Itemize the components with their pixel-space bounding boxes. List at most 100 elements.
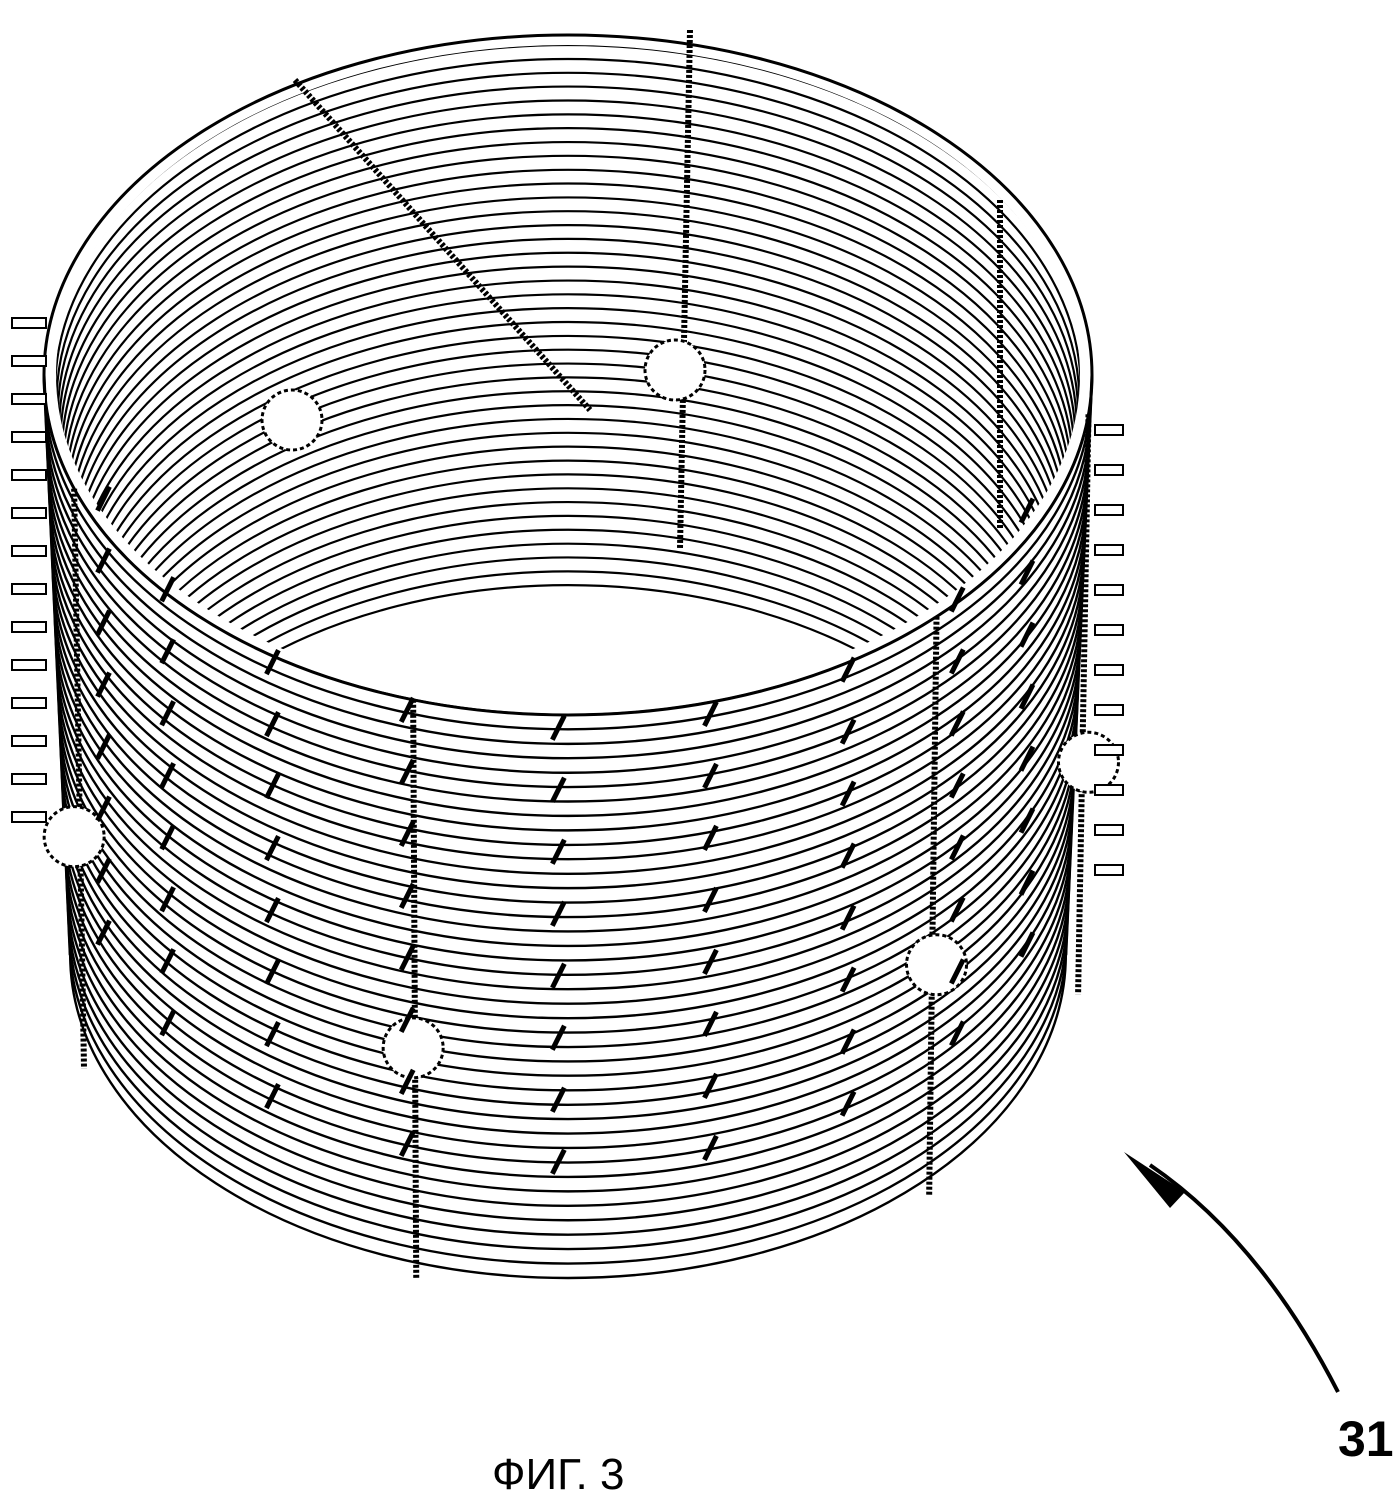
side-pin: [11, 811, 47, 823]
weld-spot: [381, 1016, 445, 1080]
weld-spot: [260, 388, 324, 452]
outer-ring: [51, 568, 1085, 904]
pin: [1018, 621, 1036, 648]
inner-ring: [66, 182, 1070, 506]
pin: [264, 896, 281, 924]
pin: [1018, 807, 1036, 834]
pin: [398, 696, 416, 724]
inner-ring: [83, 362, 1053, 675]
pin: [702, 1010, 719, 1037]
pin: [949, 710, 966, 737]
side-pin: [1094, 704, 1124, 716]
outer-ring: [61, 791, 1075, 1121]
side-pin: [1094, 664, 1124, 676]
inner-ring: [56, 85, 1080, 415]
outer-ring: [48, 493, 1088, 832]
inner-ring: [81, 348, 1055, 662]
pin: [264, 648, 281, 676]
outer-ring: [59, 746, 1077, 1078]
pin: [95, 485, 112, 512]
pin: [702, 886, 719, 913]
inner-ring: [103, 584, 1033, 705]
pin: [1018, 931, 1036, 958]
pin: [550, 900, 567, 927]
outer-ring: [58, 717, 1078, 1049]
outer-ring: [45, 434, 1091, 774]
pin: [949, 586, 966, 613]
pin: [398, 1068, 416, 1096]
pin: [949, 834, 966, 861]
pin: [95, 547, 112, 574]
pin: [839, 718, 857, 745]
inner-ring: [67, 196, 1069, 519]
pin: [949, 958, 966, 985]
pin: [398, 944, 416, 972]
seam-line: [1075, 414, 1092, 995]
pin: [159, 576, 176, 603]
pin: [839, 1090, 857, 1117]
side-pin: [11, 621, 47, 633]
inner-ring: [68, 210, 1068, 532]
pin: [264, 1082, 281, 1110]
outer-ring: [58, 731, 1078, 1063]
pin: [839, 904, 857, 931]
outer-ring: [50, 553, 1086, 890]
pin: [949, 1020, 966, 1047]
side-pin: [11, 773, 47, 785]
side-pin: [11, 735, 47, 747]
inner-ring: [84, 376, 1052, 688]
outer-ring: [62, 821, 1074, 1150]
side-pin: [11, 507, 47, 519]
side-pin: [1094, 624, 1124, 636]
inner-ring: [64, 168, 1072, 493]
pin: [1018, 869, 1036, 896]
pin: [550, 838, 567, 865]
seam-line: [292, 78, 593, 412]
side-pin: [1094, 504, 1124, 516]
pin: [949, 772, 966, 799]
cylinder-rings: [11, 29, 1124, 1280]
inner-ring: [72, 251, 1064, 571]
pin: [398, 1130, 416, 1158]
pin: [398, 1006, 416, 1034]
pin: [264, 1020, 281, 1048]
side-pin: [11, 697, 47, 709]
pin: [839, 1028, 857, 1055]
pin: [550, 1148, 567, 1175]
outer-ring: [65, 880, 1071, 1207]
inner-ring: [79, 320, 1057, 636]
outer-ring: [56, 672, 1080, 1005]
side-pin: [11, 583, 47, 595]
pin: [159, 762, 176, 789]
pin: [159, 824, 176, 851]
pin: [550, 776, 567, 803]
outer-ring: [48, 508, 1088, 846]
side-pin: [11, 659, 47, 671]
outer-ring: [54, 642, 1082, 977]
outer-ring: [44, 404, 1092, 746]
pin: [550, 962, 567, 989]
outer-ring: [69, 954, 1067, 1280]
inner-ring: [58, 99, 1078, 428]
inner-ring: [71, 237, 1065, 558]
side-pin: [1094, 824, 1124, 836]
outer-ring: [49, 523, 1087, 860]
side-pin: [1094, 784, 1124, 796]
inner-ring: [102, 570, 1034, 705]
seam-line: [926, 616, 940, 1197]
pin: [95, 857, 112, 884]
inner-ring: [98, 528, 1038, 705]
inner-ring: [56, 71, 1080, 402]
pin: [702, 948, 719, 975]
pin: [1018, 745, 1036, 772]
outer-ring: [44, 419, 1092, 759]
inner-ring: [69, 224, 1067, 545]
pin: [159, 1010, 176, 1037]
inner-ring: [62, 140, 1074, 467]
pin: [702, 1072, 719, 1099]
pin: [264, 958, 281, 986]
outer-ring: [53, 612, 1083, 947]
pin: [702, 824, 719, 851]
pin: [159, 700, 176, 727]
